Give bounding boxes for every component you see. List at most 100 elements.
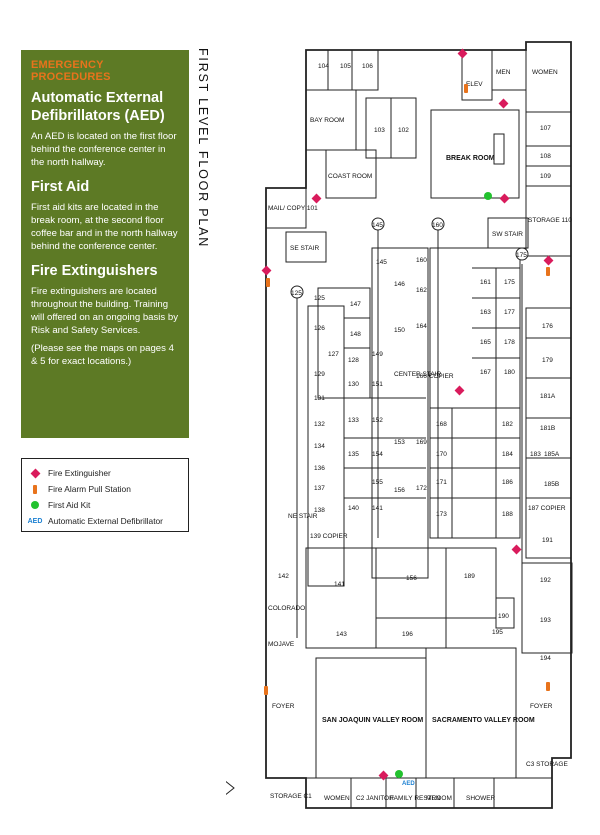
room-170: 170 [436, 451, 447, 458]
aed-icon: AED [27, 517, 43, 525]
fire-extinguisher-icon [499, 193, 510, 204]
room-137: 137 [314, 485, 325, 492]
room-145: 145 [376, 259, 387, 266]
room-190: 190 [498, 613, 509, 620]
room-136: 136 [314, 465, 325, 472]
sw-stair: SW STAIR [492, 231, 523, 238]
room-132: 132 [314, 421, 325, 428]
sacramento-valley-room: SACRAMENTO VALLEY ROOM [432, 717, 535, 724]
room-160: 160 [416, 257, 427, 264]
room-189: 189 [464, 573, 475, 580]
room-135: 135 [348, 451, 359, 458]
legend-item-fire-extinguisher: Fire Extinguisher [28, 465, 182, 481]
fire-extinguisher-icon [498, 98, 509, 109]
storage-110: STORAGE 110 [528, 217, 572, 224]
room-108: 108 [540, 153, 551, 160]
room-131: 131 [314, 395, 325, 402]
legend: Fire Extinguisher Fire Alarm Pull Statio… [21, 458, 189, 532]
room-186: 186 [502, 479, 513, 486]
room-men-bottom: MEN [426, 795, 441, 802]
room-105: 105 [340, 63, 351, 70]
legend-label: Fire Alarm Pull Station [48, 484, 131, 494]
room-130: 130 [348, 381, 359, 388]
room-166-copier: 166 COPIER [416, 373, 454, 380]
pull-station-icon [266, 278, 270, 287]
fire-extinguisher-icon [511, 544, 522, 555]
room-147: 147 [350, 301, 361, 308]
emergency-procedures-panel: EMERGENCY PROCEDURES Automatic External … [21, 50, 189, 438]
room-141-upper: 141 [372, 505, 383, 512]
room-146: 146 [394, 281, 405, 288]
legend-item-aed: AED Automatic External Defibrillator [28, 513, 182, 529]
room-shower: SHOWER [466, 795, 496, 802]
room-102: 102 [398, 127, 409, 134]
room-164: 164 [416, 323, 427, 330]
room-women-bottom: WOMEN [324, 795, 350, 802]
center-stair: CENTER STAIR [394, 371, 441, 378]
fire-extinguisher-icon [28, 468, 42, 478]
fire-extinguishers-text: Fire extinguishers are located throughou… [31, 286, 179, 336]
room-180: 180 [504, 369, 515, 376]
room-104: 104 [318, 63, 329, 70]
room-191: 191 [542, 537, 553, 544]
room-152: 152 [372, 417, 383, 424]
room-103: 103 [374, 127, 385, 134]
legend-label: Fire Extinguisher [48, 468, 111, 478]
legend-label: Automatic External Defibrillator [48, 516, 163, 526]
legend-item-first-aid-kit: First Aid Kit [28, 497, 182, 513]
room-165: 165 [480, 339, 491, 346]
foyer-right: FOYER [530, 703, 553, 710]
fire-extinguisher-icon [378, 770, 389, 781]
fire-extinguisher-icon [543, 255, 554, 266]
aed-heading: Automatic External Defibrillators (AED) [31, 90, 165, 124]
maps-note: (Please see the maps on pages 4 & 5 for … [31, 343, 174, 367]
room-125: 125 [314, 295, 325, 302]
room-183: 183 [530, 451, 541, 458]
room-128: 128 [348, 357, 359, 364]
room-161: 161 [480, 279, 491, 286]
fire-extinguishers-heading: Fire Extinguishers [31, 263, 158, 279]
room-140: 140 [348, 505, 359, 512]
room-women-top: WOMEN [532, 69, 558, 76]
room-elev: ELEV [466, 81, 483, 88]
room-141: 141 [334, 581, 345, 588]
san-joaquin-valley-room: SAN JOAQUIN VALLEY ROOM [322, 717, 423, 724]
room-107: 107 [540, 125, 551, 132]
storage-c1: STORAGE C1 [270, 793, 312, 800]
room-151: 151 [372, 381, 383, 388]
room-181b: 181B [540, 425, 555, 432]
colorado-room: COLORADO [268, 605, 305, 612]
c3-storage: C3 STORAGE [526, 761, 568, 768]
room-173: 173 [436, 511, 447, 518]
floor-plan: 104 105 106 MEN ELEV WOMEN BAY ROOM 103 … [200, 38, 594, 830]
floor-plan-svg: 104 105 106 MEN ELEV WOMEN BAY ROOM 103 … [200, 41, 573, 809]
room-149: 149 [372, 351, 383, 358]
room-195: 195 [492, 629, 503, 636]
room-175: 175 [504, 279, 515, 286]
room-176: 176 [542, 323, 553, 330]
first-aid-kit-icon [28, 501, 42, 509]
corridor-175: 175 [516, 252, 527, 259]
room-196: 196 [402, 631, 413, 638]
pull-station-icon [546, 267, 550, 276]
room-168: 168 [436, 421, 447, 428]
corridor-145: 145 [372, 222, 383, 229]
room-106: 106 [362, 63, 373, 70]
room-172: 172 [416, 485, 427, 492]
room-143: 143 [336, 631, 347, 638]
room-185a: 185A [544, 451, 560, 458]
room-156-upper: 156 [394, 487, 405, 494]
room-153: 153 [394, 439, 405, 446]
foyer-left: FOYER [272, 703, 295, 710]
room-138: 138 [314, 507, 325, 514]
fire-extinguisher-icon [454, 385, 465, 396]
room-148: 148 [350, 331, 361, 338]
room-162: 162 [416, 287, 427, 294]
room-192: 192 [540, 577, 551, 584]
room-194: 194 [540, 655, 551, 662]
room-193: 193 [540, 617, 551, 624]
room-188: 188 [502, 511, 513, 518]
room-154: 154 [372, 451, 383, 458]
pull-station-icon [28, 484, 42, 494]
room-179: 179 [542, 357, 553, 364]
